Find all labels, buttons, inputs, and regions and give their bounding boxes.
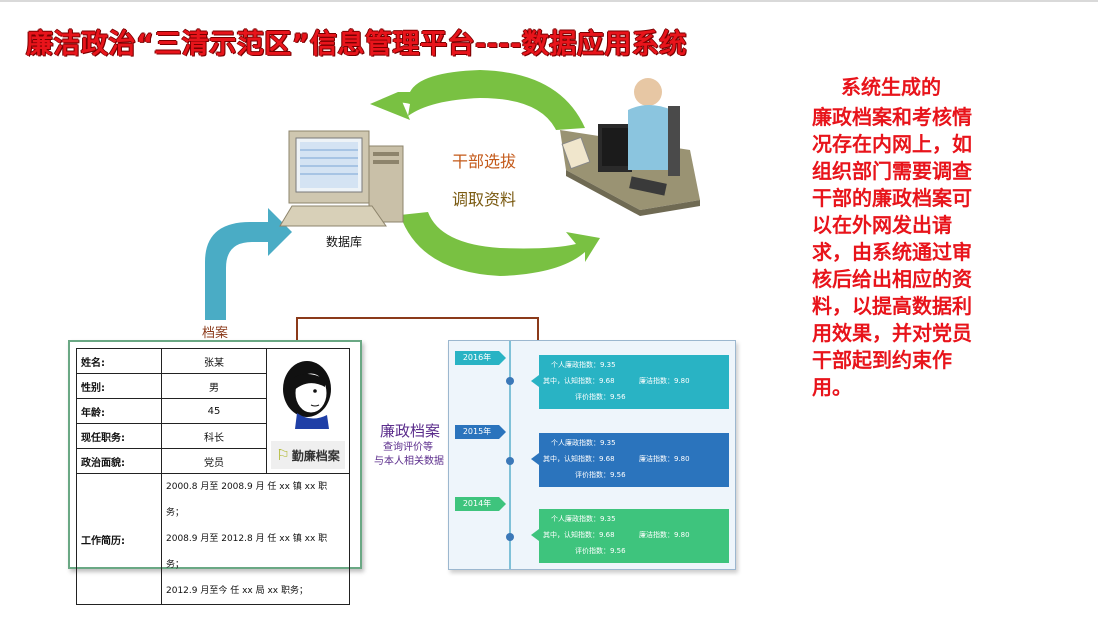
timeline-axis	[509, 341, 511, 569]
archive-caption-line2: 与本人相关数据	[374, 456, 444, 467]
field-history-key: 工作简历:	[76, 473, 162, 605]
entry-line: 评价指数：9.56	[575, 393, 626, 401]
entry-line: 其中，认知指数：9.68	[543, 455, 615, 463]
connector-line	[296, 317, 539, 340]
archive-caption-line1: 查询评价等	[383, 442, 433, 453]
timeline-entry: 个人廉政指数：9.35 其中，认知指数：9.68 廉洁指数：9.80 评价指数：…	[531, 355, 729, 409]
blue-upload-arrow-icon	[205, 208, 292, 320]
work-history-item: 2012.9 月至今 任 xx 局 xx 职务；	[166, 586, 308, 596]
field-name-key: 姓名:	[76, 348, 162, 374]
green-cycle-arrow-return-icon	[400, 212, 600, 276]
green-cycle-arrow-icon	[370, 70, 585, 130]
table-row: 政治面貌: 党员	[76, 448, 350, 474]
entry-line: 评价指数：9.56	[575, 471, 626, 479]
field-age-key: 年龄:	[76, 398, 162, 424]
entry-line: 廉洁指数：9.80	[639, 377, 690, 385]
integrity-timeline: 2016年 个人廉政指数：9.35 其中，认知指数：9.68 廉洁指数：9.80…	[448, 340, 736, 570]
field-position-key: 现任职务:	[76, 423, 162, 449]
timeline-entry: 个人廉政指数：9.35 其中，认知指数：9.68 廉洁指数：9.80 评价指数：…	[531, 433, 729, 487]
database-label: 数据库	[326, 235, 363, 249]
entry-line: 廉洁指数：9.80	[639, 531, 690, 539]
table-row: 现任职务: 科长	[76, 423, 350, 449]
table-row: 工作简历: 2000.8 月至 2008.9 月 任 xx 镇 xx 职务； 2…	[76, 473, 350, 605]
entry-line: 其中，认知指数：9.68	[543, 531, 615, 539]
field-age-value: 45	[161, 398, 267, 424]
field-political-value: 党员	[161, 448, 267, 474]
side-note-first-line: 系统生成的	[841, 75, 941, 99]
year-tag: 2014年	[455, 497, 506, 511]
top-divider	[0, 0, 1098, 2]
badge-text: 勤廉档案	[291, 448, 340, 463]
work-history-cell: 2000.8 月至 2008.9 月 任 xx 镇 xx 职务； 2008.9 …	[161, 473, 350, 605]
entry-line: 个人廉政指数：9.35	[551, 439, 616, 447]
field-gender-key: 性别:	[76, 373, 162, 399]
page-title: 廉洁政治“三清示范区”信息管理平台----数据应用系统	[26, 29, 687, 60]
field-political-key: 政治面貌:	[76, 448, 162, 474]
select-cadre-label: 干部选拔	[452, 152, 517, 171]
timeline-dot	[506, 377, 514, 385]
field-position-value: 科长	[161, 423, 267, 449]
year-tag: 2016年	[455, 351, 506, 365]
personnel-table: 姓名: 张某 ⚐ 勤廉档案 性别: 男	[76, 348, 350, 605]
year-tag: 2015年	[455, 425, 506, 439]
entry-line: 廉洁指数：9.80	[639, 455, 690, 463]
archive-label: 档案	[202, 326, 229, 341]
table-row: 姓名: 张某 ⚐ 勤廉档案	[76, 348, 350, 474]
side-note-body: 廉政档案和考核情况存在内网上，如组织部门需要调查干部的廉政档案可以在外网发出请求…	[812, 105, 972, 399]
side-note: 系统生成的 廉政档案和考核情况存在内网上，如组织部门需要调查干部的廉政档案可以在…	[812, 75, 980, 401]
entry-line: 个人廉政指数：9.35	[551, 361, 616, 369]
personnel-card: 姓名: 张某 ⚐ 勤廉档案 性别: 男	[68, 340, 362, 605]
timeline-dot	[506, 533, 514, 541]
avatar-icon	[283, 361, 331, 429]
entry-line: 其中，认知指数：9.68	[543, 377, 615, 385]
field-name-value: 张某	[161, 348, 267, 374]
entry-line: 评价指数：9.56	[575, 547, 626, 555]
work-history-item: 2000.8 月至 2008.9 月 任 xx 镇 xx 职务；	[166, 482, 328, 518]
diligence-badge: ⚐ 勤廉档案	[271, 441, 345, 469]
photo-cell: ⚐ 勤廉档案	[266, 348, 350, 474]
fetch-data-label: 调取资料	[452, 190, 517, 209]
work-history-item: 2008.9 月至 2012.8 月 任 xx 镇 xx 职务；	[166, 534, 328, 570]
table-row: 性别: 男	[76, 373, 350, 399]
timeline-entry: 个人廉政指数：9.35 其中，认知指数：9.68 廉洁指数：9.80 评价指数：…	[531, 509, 729, 563]
entry-line: 个人廉政指数：9.35	[551, 515, 616, 523]
field-gender-value: 男	[161, 373, 267, 399]
integrity-archive-title: 廉政档案	[380, 422, 441, 440]
timeline-dot	[506, 457, 514, 465]
database-computer-icon	[279, 130, 404, 227]
badge-logo-icon: ⚐	[276, 446, 290, 464]
user-workstation-icon	[560, 78, 700, 216]
